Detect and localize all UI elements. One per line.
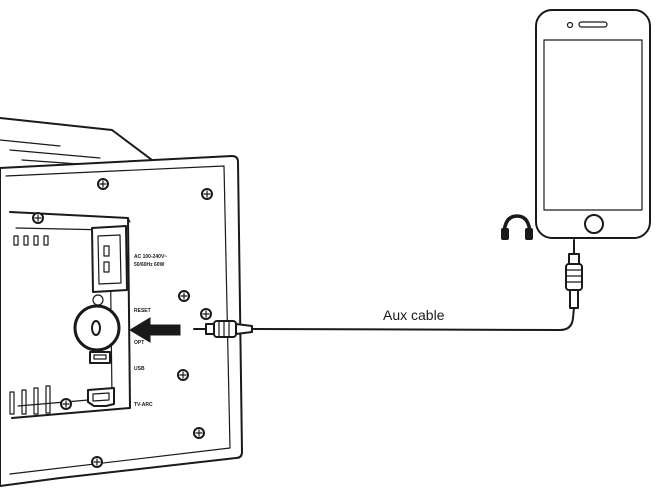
insert-arrow-icon — [129, 317, 181, 343]
speaker-unit: AC 100-240V~ 50/60Hz 60W RESET OPT USB T… — [0, 117, 243, 487]
opt-label: OPT — [134, 340, 144, 346]
home-button — [584, 214, 604, 234]
power-spec-line1: AC 100-240V~ — [134, 254, 167, 260]
smartphone — [535, 9, 651, 239]
aux-plug-speaker — [193, 320, 253, 338]
tv-arc-port — [87, 387, 115, 407]
power-spec-line2: 50/60Hz 60W — [134, 262, 165, 268]
vent-slots-bottom — [9, 385, 51, 415]
usb-port — [89, 351, 111, 364]
usb-label: USB — [134, 366, 145, 372]
reset-label: RESET — [134, 308, 151, 314]
screws — [32, 178, 213, 468]
vent-slots-top — [13, 235, 49, 246]
aux-cable — [251, 307, 575, 331]
reset-button-port — [92, 294, 104, 306]
aux-plug-phone — [565, 239, 583, 309]
power-socket — [91, 225, 128, 293]
tv-arc-label: TV-ARC — [134, 402, 153, 408]
aux-cable-label: Aux cable — [383, 307, 445, 323]
optical-port — [73, 304, 121, 352]
headphones-icon — [501, 214, 533, 240]
